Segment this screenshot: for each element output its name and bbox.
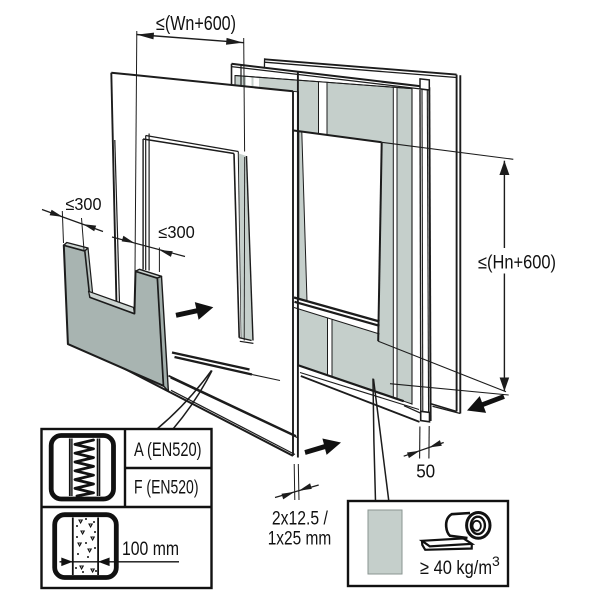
svg-text:≤300: ≤300 [66,194,102,214]
svg-text:≤(Hn+600): ≤(Hn+600) [478,253,556,274]
svg-text:2x12.5 /: 2x12.5 / [272,508,328,530]
svg-text:3: 3 [492,553,500,569]
svg-text:≤300: ≤300 [158,222,195,242]
svg-text:≥ 40 kg/m: ≥ 40 kg/m [420,557,492,579]
svg-text:A (EN520): A (EN520) [134,439,202,461]
svg-text:≤(Wn+600): ≤(Wn+600) [156,13,236,35]
svg-text:100 mm: 100 mm [122,538,179,560]
svg-text:50: 50 [416,462,435,482]
svg-text:F (EN520): F (EN520) [134,477,199,499]
svg-text:1x25 mm: 1x25 mm [268,528,332,550]
